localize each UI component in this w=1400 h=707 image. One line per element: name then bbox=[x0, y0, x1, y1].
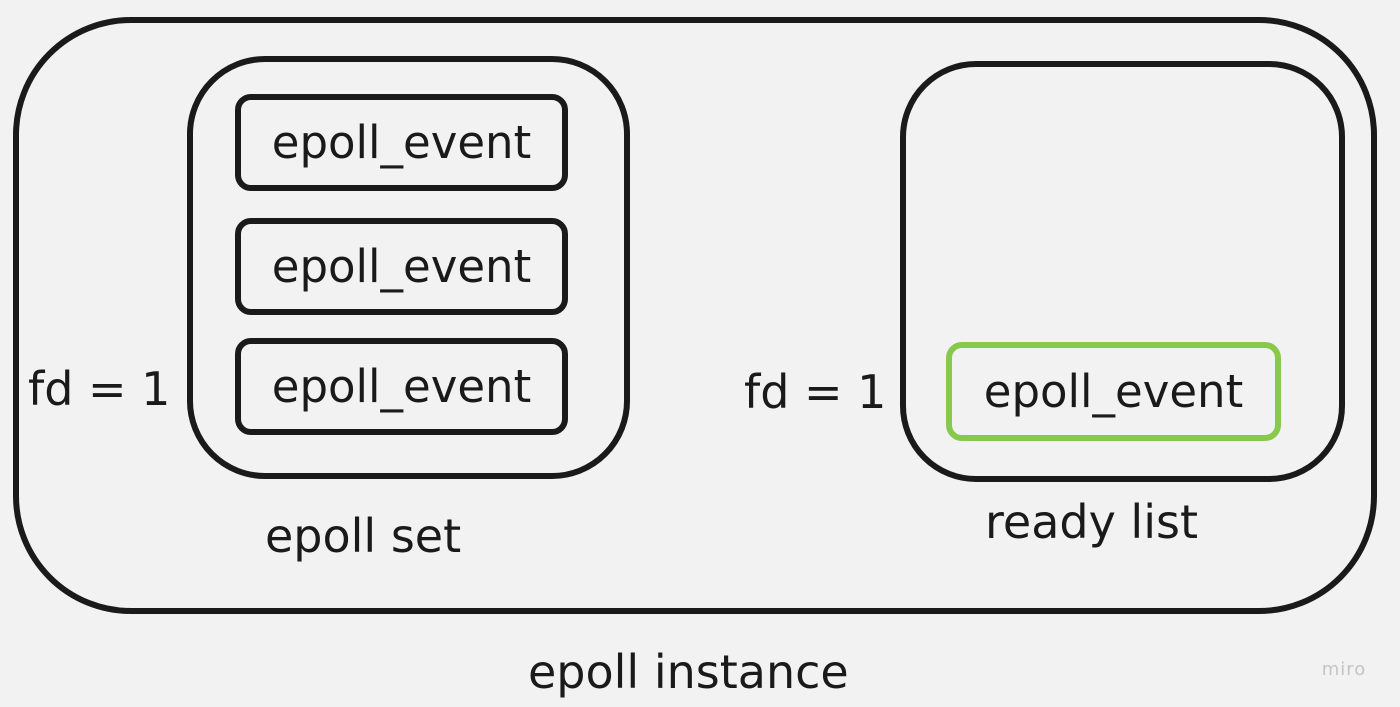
epoll-instance-box bbox=[13, 17, 1377, 614]
epoll-set-label: epoll set bbox=[265, 509, 462, 563]
ready-list-label: ready list bbox=[985, 495, 1198, 549]
epoll-set-event-1: epoll_event bbox=[235, 94, 568, 191]
ready-list-event-1: epoll_event bbox=[946, 342, 1281, 441]
epoll-set-fd-label: fd = 1 bbox=[28, 362, 171, 416]
miro-watermark: miro bbox=[1321, 658, 1367, 680]
ready-list-box bbox=[900, 61, 1345, 482]
epoll-set-box bbox=[187, 56, 630, 479]
ready-list-fd-label: fd = 1 bbox=[744, 365, 887, 419]
epoll-set-event-2: epoll_event bbox=[235, 218, 568, 315]
epoll-instance-label: epoll instance bbox=[528, 645, 849, 699]
epoll-set-event-3: epoll_event bbox=[235, 338, 568, 435]
